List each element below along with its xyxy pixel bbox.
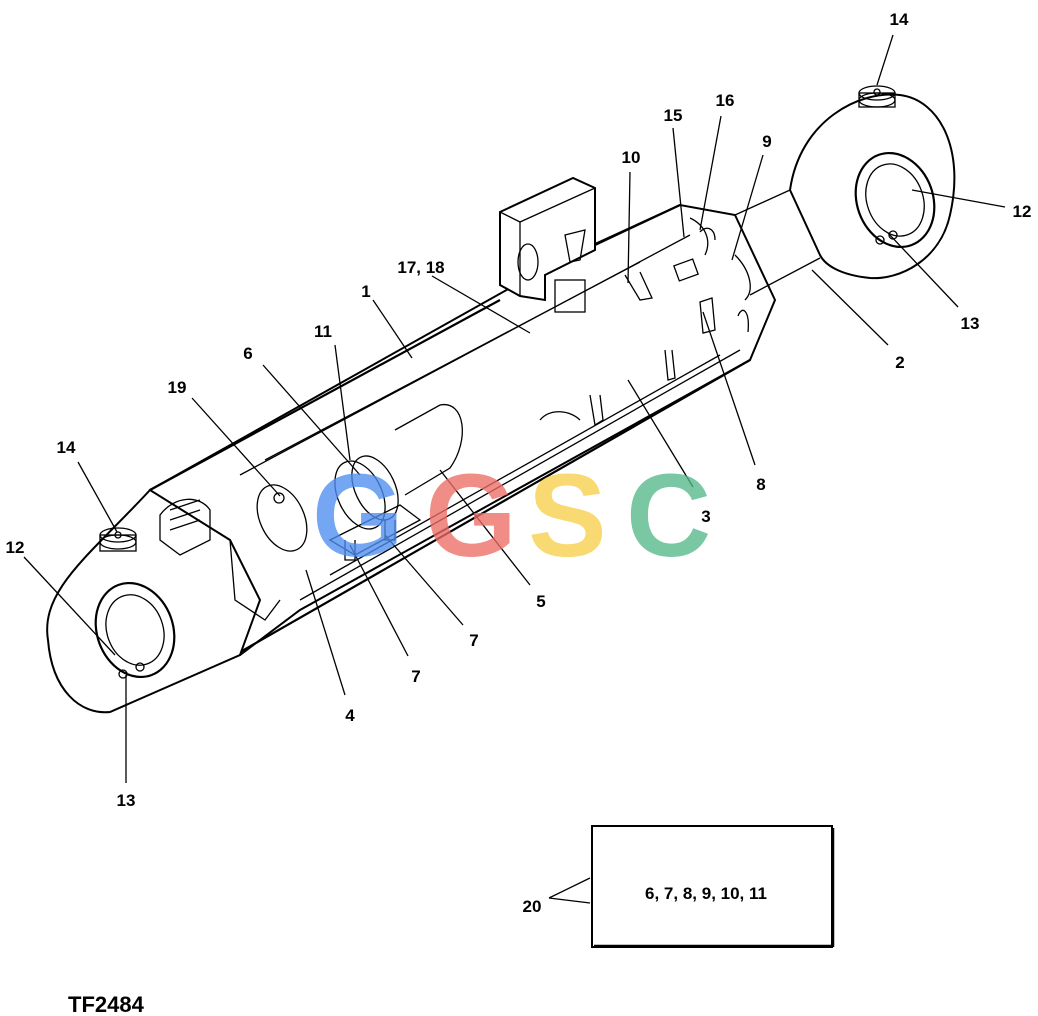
- callout-8: 8: [756, 475, 765, 494]
- callout-7a: 7: [411, 667, 420, 686]
- callout-20: 20: [523, 897, 542, 916]
- callout-10: 10: [622, 148, 641, 167]
- callout-6: 6: [243, 344, 252, 363]
- callout-12-left: 12: [6, 538, 25, 557]
- callout-14-right: 14: [890, 10, 909, 29]
- leader-lines: [23, 34, 1006, 904]
- callout-12-right: 12: [1013, 202, 1032, 221]
- watermark-letter-1: G: [312, 450, 404, 582]
- callout-3: 3: [701, 507, 710, 526]
- callout-13-right: 13: [961, 314, 980, 333]
- right-eye-end: [734, 85, 956, 296]
- left-eye-end: [46, 488, 262, 714]
- kit-box-contents: 6, 7, 8, 9, 10, 11: [645, 884, 767, 903]
- watermark: G G S C: [312, 450, 711, 582]
- callout-4: 4: [345, 706, 355, 725]
- callout-2: 2: [895, 353, 904, 372]
- figure-id: TF2484: [68, 992, 145, 1016]
- watermark-letter-4: C: [626, 450, 711, 582]
- watermark-letter-2: G: [425, 450, 517, 582]
- callout-17-18: 17, 18: [397, 258, 444, 277]
- callout-1: 1: [361, 282, 370, 301]
- callout-9: 9: [762, 132, 771, 151]
- callout-16: 16: [716, 91, 735, 110]
- callout-14-left: 14: [57, 438, 76, 457]
- callout-19: 19: [168, 378, 187, 397]
- internal-parts: [159, 217, 751, 621]
- kit-box: 6, 7, 8, 9, 10, 11: [591, 825, 835, 948]
- callout-5: 5: [536, 592, 545, 611]
- watermark-letter-3: S: [528, 450, 607, 582]
- port-block: [499, 176, 596, 313]
- callout-13-left: 13: [117, 791, 136, 810]
- callout-7b: 7: [469, 631, 478, 650]
- callout-labels: 1 2 3 4 5 6 7 7 8 9 10 11 12 12 13 13 14…: [6, 10, 1032, 916]
- callout-11: 11: [314, 322, 332, 341]
- callout-15: 15: [664, 106, 683, 125]
